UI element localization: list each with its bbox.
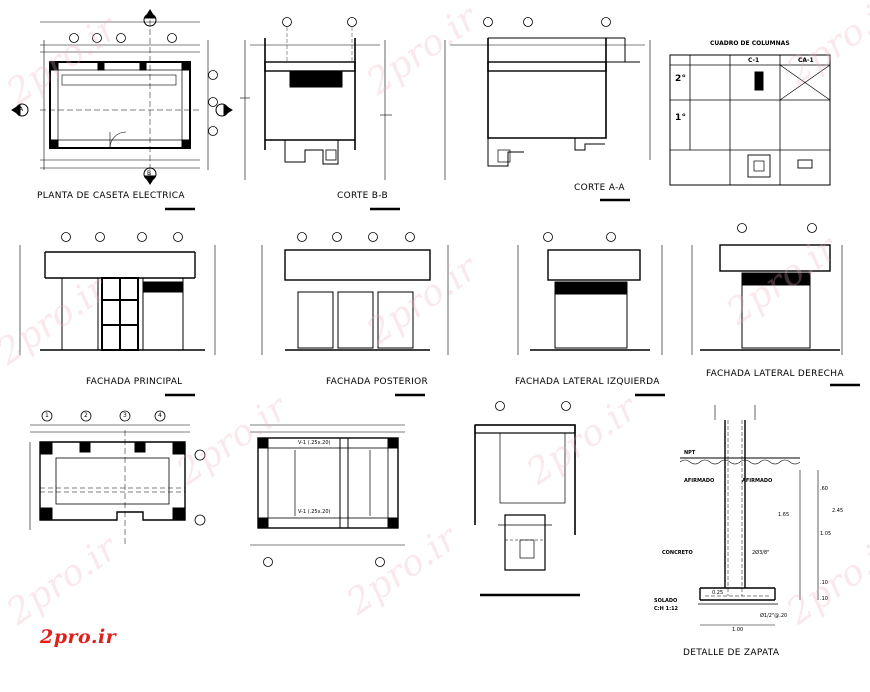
axis-label-4: 4: [158, 412, 162, 419]
plan-title: PLANTA DE CASETA ELECTRICA: [37, 191, 185, 201]
dim-2-45: 2.45: [832, 508, 844, 514]
dim-1-05: 1.05: [820, 531, 832, 537]
site-logo[interactable]: 2pro.ir: [40, 626, 117, 648]
axis-label-a: A: [19, 106, 24, 113]
row-label-floor-1: 1°: [675, 113, 687, 123]
footing-detail-title: DETALLE DE ZAPATA: [683, 648, 780, 658]
dim-0-10-a: .10: [820, 580, 828, 586]
solado-label: SOLADO: [654, 598, 678, 604]
dim-1-00: 1.00: [732, 627, 744, 633]
wall-section: [474, 401, 580, 597]
dim-0-60: .60: [820, 486, 828, 492]
section-b-b-title: CORTE B-B: [337, 191, 388, 201]
front-elevation-title: FACHADA PRINCIPAL: [86, 377, 183, 387]
title-scale-bars: [165, 198, 860, 397]
dim-0-10-b: .10: [820, 596, 828, 602]
rear-elevation-title: FACHADA POSTERIOR: [326, 377, 429, 387]
roof-framing-plan: [250, 424, 405, 567]
floor-plan: [11, 9, 233, 185]
column-schedule-table: [669, 54, 831, 186]
right-elevation-title: FACHADA LATERAL DERECHA: [706, 369, 844, 379]
afirmado-right-label: AFIRMADO: [742, 478, 773, 484]
axis-label-b: B: [147, 170, 152, 177]
foundation-plan: [29, 410, 206, 545]
left-side-elevation: [517, 232, 663, 355]
solado-mix-label: C:H 1:12: [654, 606, 679, 612]
section-a-a: [444, 17, 651, 180]
rear-elevation: [261, 232, 449, 355]
axis-label-1: 1: [45, 412, 49, 419]
beam-label: V-1 (.25x.20): [298, 440, 331, 446]
axis-label-2: 2: [84, 412, 88, 419]
axis-label-3: 3: [123, 412, 127, 419]
column-schedule-title: CUADRO DE COLUMNAS: [710, 40, 790, 47]
row-label-floor-2: 2°: [675, 74, 687, 84]
rebar-2-3-8: 2Ø3/8": [752, 550, 770, 556]
column-header-c1: C-1: [748, 57, 760, 64]
afirmado-left-label: AFIRMADO: [684, 478, 715, 484]
footing-detail: [679, 405, 819, 626]
column-header-ca1: CA-1: [798, 57, 814, 64]
beam-label: V-1 (.25x.20): [298, 509, 331, 515]
section-b-b: [240, 17, 392, 180]
dim-0-25: 0.25: [712, 590, 724, 596]
right-side-elevation: [691, 223, 843, 355]
dim-1-65: 1.65: [778, 512, 790, 518]
left-elevation-title: FACHADA LATERAL IZQUIERDA: [515, 377, 660, 387]
front-elevation: [19, 232, 216, 355]
npt-label: NPT: [684, 450, 696, 456]
section-a-a-title: CORTE A-A: [574, 183, 625, 193]
concreto-label: CONCRETO: [662, 550, 693, 556]
rebar-spacing-label: Ø1/2"@.20: [760, 613, 788, 619]
